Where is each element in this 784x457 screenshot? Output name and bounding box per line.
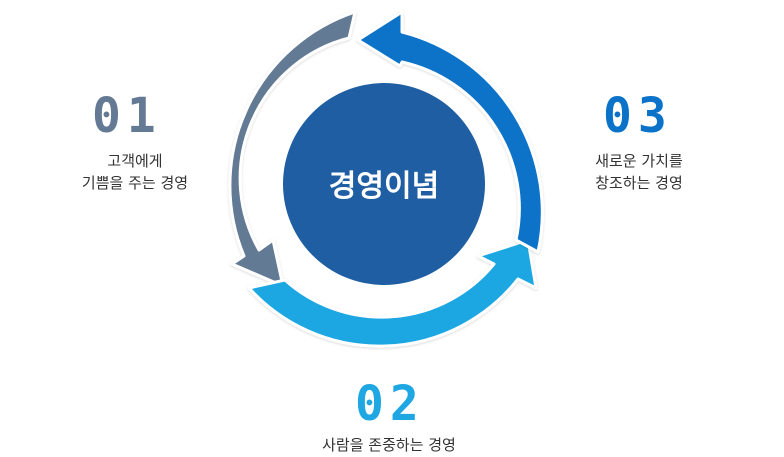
step-03-number: 03 bbox=[603, 88, 673, 144]
step-03-line-1: 새로운 가치를 bbox=[595, 152, 683, 170]
arrow-03 bbox=[356, 10, 544, 254]
step-02-line-1: 사람을 존중하는 경영 bbox=[322, 436, 456, 454]
step-01-description: 고객에게 기쁨을 주는 경영 bbox=[48, 150, 222, 194]
step-03-line-2: 창조하는 경영 bbox=[595, 174, 683, 192]
step-01-line-2: 기쁨을 주는 경영 bbox=[81, 174, 189, 192]
step-02-number: 02 bbox=[355, 376, 425, 432]
step-01-number: 01 bbox=[92, 88, 162, 144]
arrow-02 bbox=[247, 238, 538, 348]
step-02-description: 사람을 존중하는 경영 bbox=[284, 434, 494, 456]
arrow-01 bbox=[228, 10, 357, 288]
center-circle bbox=[283, 83, 485, 285]
center-label: 경영이념 bbox=[329, 169, 439, 204]
step-03-description: 새로운 가치를 창조하는 경영 bbox=[552, 150, 726, 194]
step-01-line-1: 고객에게 bbox=[107, 152, 163, 170]
